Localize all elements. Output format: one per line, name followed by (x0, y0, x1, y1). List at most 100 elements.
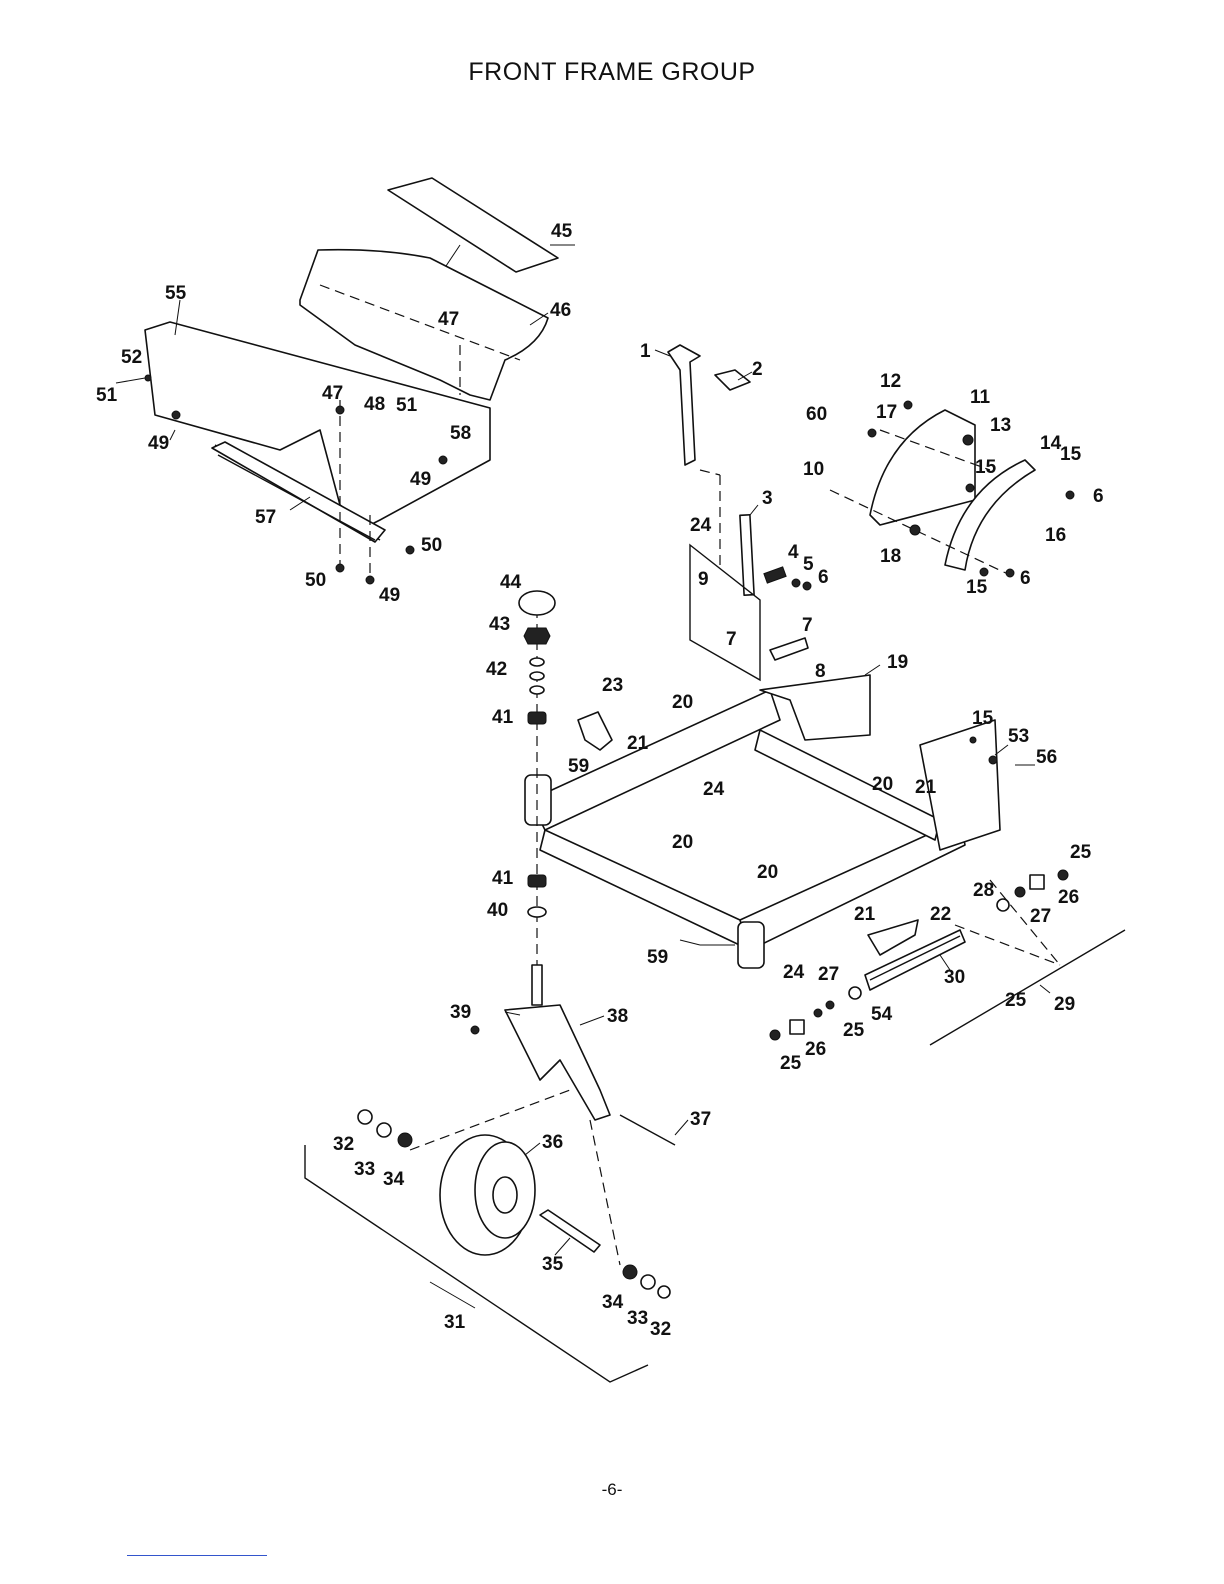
callout-label: 16 (1045, 525, 1066, 546)
callout-label: 36 (542, 1132, 563, 1153)
callout-label: 1 (640, 341, 651, 362)
callout-label: 24 (783, 962, 805, 983)
fork-38 (505, 1005, 610, 1120)
callout-label: 8 (815, 661, 826, 682)
shaft-3 (740, 515, 754, 595)
callout-label: 50 (305, 570, 326, 591)
callout-label: 26 (805, 1039, 826, 1060)
callout-label: 14 (1040, 433, 1062, 454)
callout-label: 40 (487, 900, 508, 921)
callout-label: 7 (802, 615, 813, 636)
callout-label: 50 (421, 535, 442, 556)
callout-label: 37 (690, 1109, 711, 1130)
callout-label: 43 (489, 614, 510, 635)
grip-2 (715, 370, 750, 390)
callout-label: 25 (1005, 990, 1027, 1011)
callout-label: 31 (444, 1312, 466, 1333)
callout-label: 41 (492, 707, 514, 728)
callout-label: 15 (966, 577, 988, 598)
callout-label: 7 (726, 629, 737, 650)
callout-label: 21 (627, 733, 649, 754)
callout-label: 47 (438, 309, 459, 330)
callout-label: 24 (690, 515, 712, 536)
callout-label: 21 (915, 777, 937, 798)
callout-label: 4 (788, 542, 799, 563)
callout-label: 2 (752, 359, 763, 380)
page-number: -6- (0, 1480, 1224, 1500)
callout-label: 6 (1093, 486, 1104, 507)
callout-label: 24 (703, 779, 725, 800)
callout-label: 59 (568, 756, 589, 777)
callout-label: 32 (333, 1134, 354, 1155)
plate-11 (870, 410, 975, 525)
callout-label: 41 (492, 868, 514, 889)
callout-label: 33 (627, 1308, 648, 1329)
callout-label: 27 (1030, 906, 1051, 927)
callout-label: 25 (780, 1053, 802, 1074)
callout-label: 39 (450, 1002, 471, 1023)
callout-label: 42 (486, 659, 507, 680)
callout-label: 15 (1060, 444, 1082, 465)
callout-label: 51 (396, 395, 418, 416)
callout-label: 12 (880, 371, 901, 392)
callout-label: 6 (818, 567, 829, 588)
callout-label: 44 (500, 572, 522, 593)
callout-label: 20 (672, 692, 693, 713)
callout-label: 26 (1058, 887, 1079, 908)
callout-label: 47 (322, 383, 343, 404)
callout-label: 3 (762, 488, 773, 509)
callout-label: 51 (96, 385, 118, 406)
callout-label: 20 (757, 862, 778, 883)
callout-label: 49 (410, 469, 431, 490)
callout-label: 48 (364, 394, 385, 415)
callout-label: 45 (551, 221, 573, 242)
callout-label: 59 (647, 947, 668, 968)
callout-label: 49 (379, 585, 400, 606)
callout-label: 56 (1036, 747, 1057, 768)
callout-label: 30 (944, 967, 965, 988)
wheel-36 (440, 1135, 535, 1255)
bottom-rule (127, 1555, 267, 1556)
callout-label: 18 (880, 546, 901, 567)
callout-label: 25 (843, 1020, 865, 1041)
callout-label: 49 (148, 433, 169, 454)
callout-label: 29 (1054, 994, 1075, 1015)
callout-label: 6 (1020, 568, 1031, 589)
callout-label: 11 (970, 387, 991, 408)
callout-label: 38 (607, 1006, 628, 1027)
callout-label: 60 (806, 404, 827, 425)
callout-label: 55 (165, 283, 187, 304)
cap-44 (519, 591, 555, 615)
callout-label: 28 (973, 880, 994, 901)
callout-label: 15 (975, 457, 997, 478)
callout-label: 10 (803, 459, 824, 480)
callout-label: 57 (255, 507, 276, 528)
callout-label: 35 (542, 1254, 564, 1275)
callout-label: 23 (602, 675, 623, 696)
bracket-23 (578, 712, 612, 750)
callout-label: 19 (887, 652, 908, 673)
callout-label: 17 (876, 402, 897, 423)
callout-label: 58 (450, 423, 471, 444)
spacer-35 (540, 1210, 600, 1252)
callout-label: 13 (990, 415, 1011, 436)
callout-label: 21 (854, 904, 876, 925)
callout-label: 20 (872, 774, 893, 795)
callout-label: 25 (1070, 842, 1092, 863)
callout-label: 20 (672, 832, 693, 853)
callout-label: 27 (818, 964, 839, 985)
axle-bolt-37 (620, 1115, 675, 1145)
callout-label: 22 (930, 904, 951, 925)
callout-label: 33 (354, 1159, 375, 1180)
callout-label: 46 (550, 300, 571, 321)
callout-label: 54 (871, 1004, 893, 1025)
lever-1 (668, 345, 700, 465)
callout-label: 53 (1008, 726, 1029, 747)
callout-label: 34 (602, 1292, 624, 1313)
callout-label: 15 (972, 708, 994, 729)
bracket-22 (868, 920, 918, 955)
callout-label: 5 (803, 554, 814, 575)
callout-label: 9 (698, 569, 709, 590)
callout-label: 32 (650, 1319, 671, 1340)
